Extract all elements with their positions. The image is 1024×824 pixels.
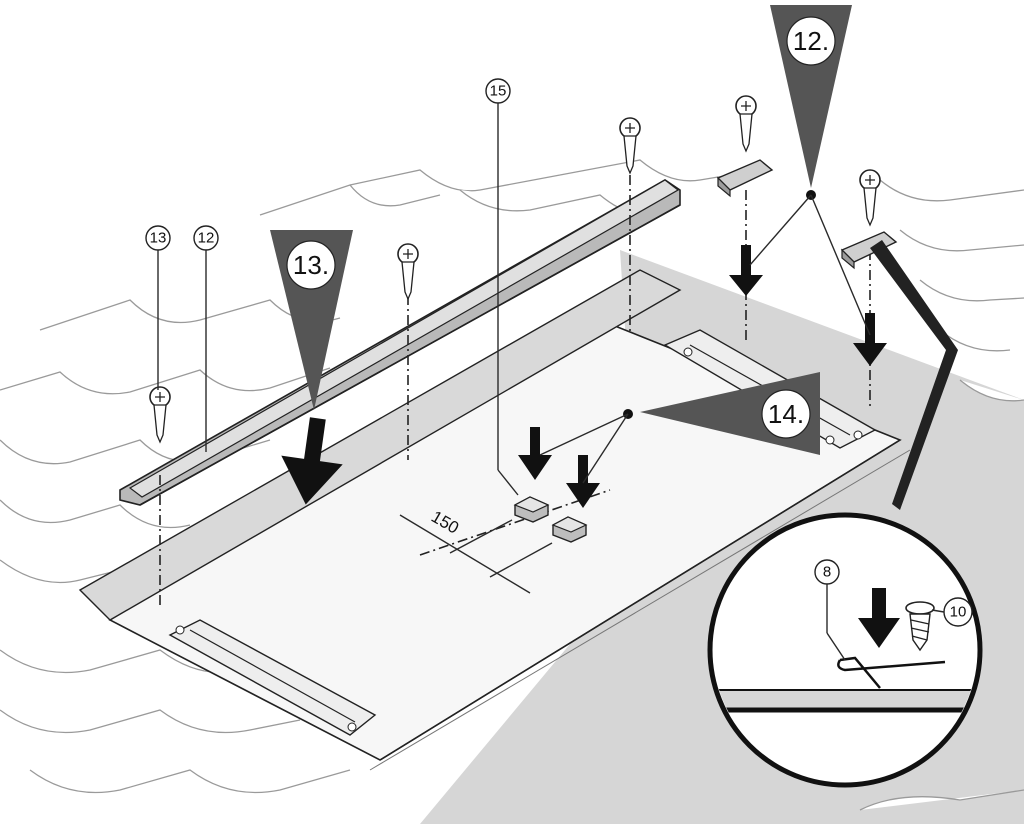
bottom-mounting-bracket bbox=[168, 619, 377, 736]
screw-icon bbox=[619, 117, 641, 175]
callout-15: 15 bbox=[485, 78, 519, 496]
callout-13: 13 bbox=[145, 225, 171, 390]
detail-magnifier bbox=[707, 512, 983, 788]
screw-icon bbox=[859, 169, 881, 227]
screw-icon bbox=[905, 601, 935, 652]
callout-10: 10 bbox=[931, 597, 973, 627]
callout-15-label: 15 bbox=[490, 83, 507, 100]
detail-leader bbox=[870, 240, 958, 510]
callout-10-label: 10 bbox=[950, 604, 967, 621]
screw-icon bbox=[397, 243, 419, 301]
screw-icon bbox=[149, 386, 171, 444]
down-arrow-icon bbox=[729, 245, 763, 296]
down-arrow-icon bbox=[281, 417, 343, 505]
collector-base-plate bbox=[78, 269, 911, 771]
clip-icon bbox=[840, 231, 898, 270]
down-arrow-icon bbox=[853, 313, 887, 366]
down-arrow-icon bbox=[566, 455, 600, 508]
down-arrow-icon bbox=[518, 427, 552, 480]
down-arrow-icon bbox=[858, 588, 900, 648]
screw-icon bbox=[735, 95, 757, 153]
callout-8: 8 bbox=[814, 559, 846, 661]
callout-13-label: 13 bbox=[150, 230, 167, 247]
step-12-marker: 12. bbox=[749, 5, 871, 336]
step-13-marker: 13. bbox=[270, 230, 353, 410]
clip-icon bbox=[716, 159, 774, 198]
mounting-rail bbox=[119, 179, 681, 506]
step-14-marker: 14. bbox=[539, 372, 820, 484]
step-13-label: 13. bbox=[293, 250, 329, 280]
callout-12-label: 12 bbox=[198, 230, 215, 247]
rubber-pad-icon bbox=[513, 496, 550, 523]
callout-8-label: 8 bbox=[823, 564, 831, 581]
step-14-label: 14. bbox=[768, 399, 804, 429]
step-12-label: 12. bbox=[793, 26, 829, 56]
rubber-pad-icon bbox=[551, 516, 588, 543]
callout-12: 12 bbox=[193, 225, 219, 452]
